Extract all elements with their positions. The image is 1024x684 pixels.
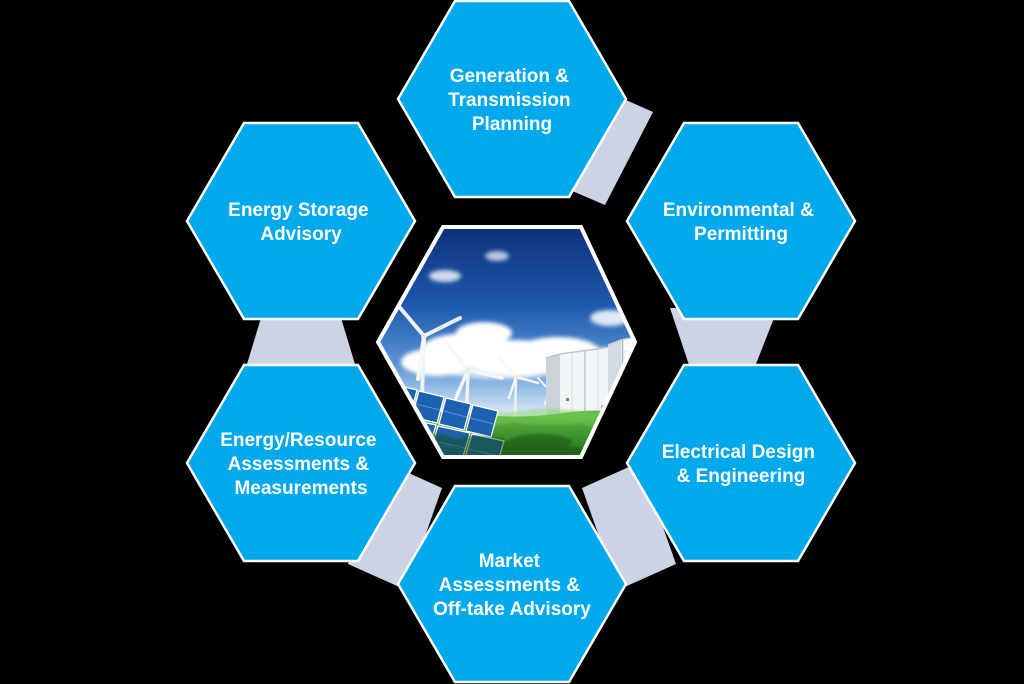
hexagon-generation-transmission-planning: [396, 0, 628, 199]
label-market-assessments-offtake: Market Assessments & Off-take Advisory: [433, 551, 591, 620]
hexagon-energy-storage-advisory: [185, 121, 417, 321]
label-energy-resource-assessments: Energy/Resource Assessments & Measuremen…: [220, 430, 382, 499]
connector-topright-to-bottomright: [670, 308, 778, 374]
connector-bottom-to-bottomleft: [348, 462, 442, 590]
hexagon-market-assessments-offtake: [396, 484, 628, 684]
label-generation-transmission-planning: Generation & Transmission Planning: [448, 66, 576, 135]
service-hexagons: [185, 0, 857, 684]
photo-hexagon-border: [375, 225, 638, 459]
connector-top-to-topright: [570, 96, 653, 205]
hexagon-environmental-permitting: [625, 121, 857, 321]
connectors: [244, 96, 778, 590]
label-electrical-design-engineering: Electrical Design & Engineering: [662, 442, 820, 487]
label-energy-storage-advisory: Energy Storage Advisory: [228, 200, 374, 245]
connector-topleft-to-bottomleft: [244, 308, 358, 374]
connector-bottomright-to-bottom: [582, 462, 676, 590]
hexagon-electrical-design-engineering: [625, 363, 857, 563]
label-environmental-permitting: Environmental & Permitting: [663, 200, 819, 245]
hexagon-labels: Generation & Transmission Planning Energ…: [220, 66, 820, 620]
hexagon-energy-resource-assessments: [185, 363, 417, 563]
